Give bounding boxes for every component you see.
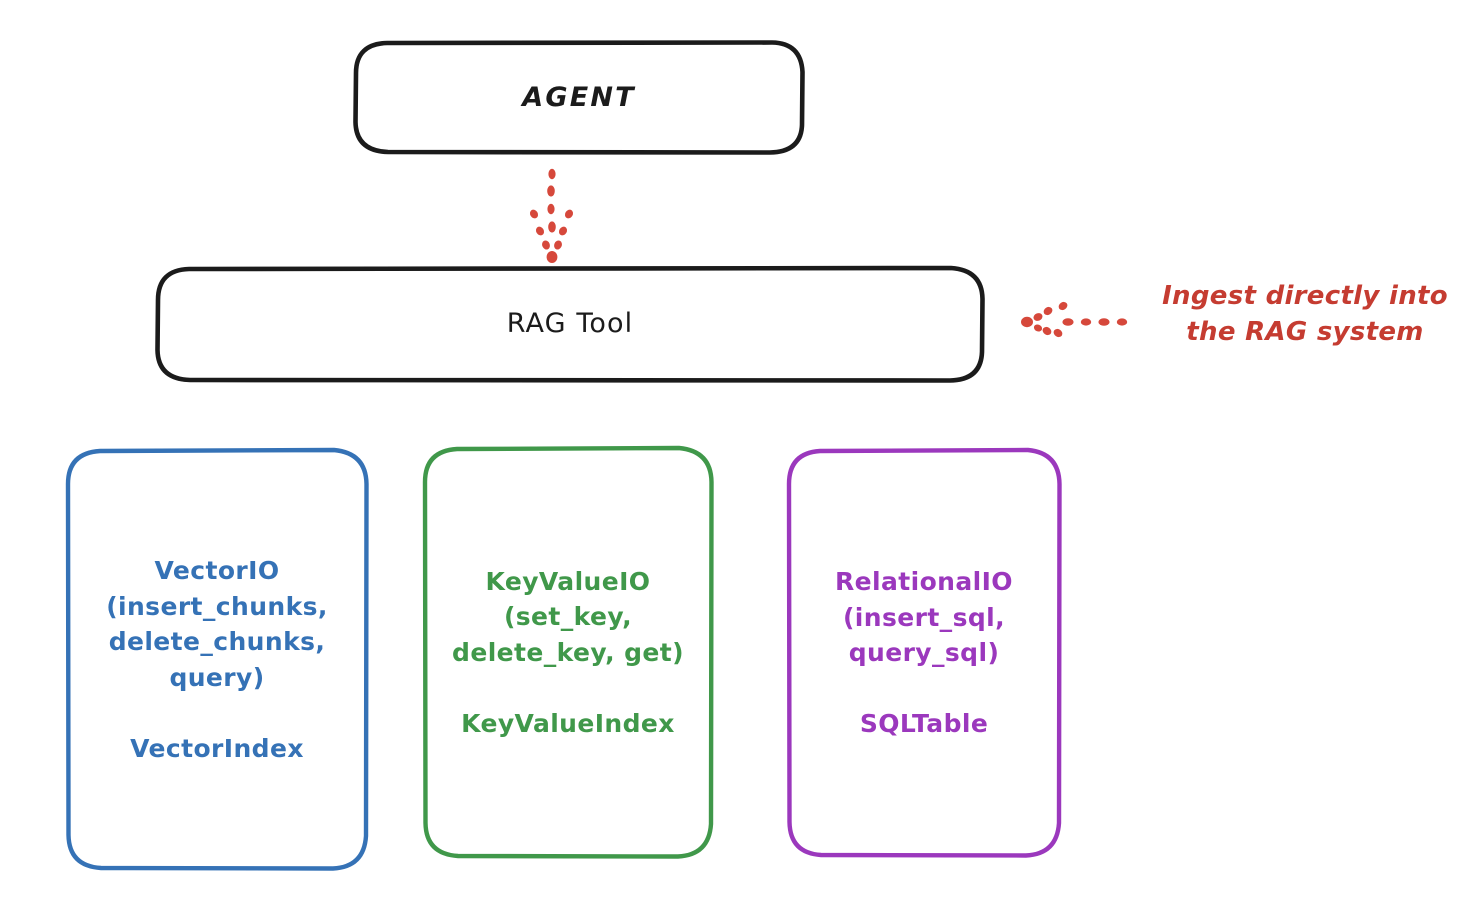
node-keyvalueio-label: KeyValueIO (set_key, delete_key, get) Ke… — [452, 566, 684, 738]
keyvalueio-box-shape[interactable] — [422, 445, 714, 859]
ingest-annotation-label: Ingest directly into the RAG system — [1162, 281, 1448, 347]
node-vectorio[interactable]: VectorIO (insert_chunks, delete_chunks, … — [68, 450, 366, 869]
node-rag-tool[interactable]: RAG Tool — [157, 268, 983, 381]
node-relationalio[interactable]: RelationalIO (insert_sql, query_sql) SQL… — [789, 450, 1059, 856]
rag-tool-box-shape[interactable] — [155, 265, 985, 383]
node-keyvalueio[interactable]: KeyValueIO (set_key, delete_key, get) Ke… — [425, 448, 711, 857]
agent-to-rag-tool-arrow — [529, 168, 574, 263]
node-vectorio-label: VectorIO (insert_chunks, delete_chunks, … — [106, 556, 328, 763]
vectorio-box-shape[interactable] — [65, 447, 369, 871]
ingest-annotation-arrow — [1021, 301, 1128, 338]
node-relationalio-label: RelationalIO (insert_sql, query_sql) SQL… — [835, 567, 1013, 739]
relationalio-box-shape[interactable] — [786, 447, 1062, 858]
node-agent[interactable]: AGENT — [355, 42, 803, 154]
node-agent-label: AGENT — [522, 81, 636, 113]
node-rag-tool-label: RAG Tool — [506, 308, 634, 340]
agent-box-shape[interactable] — [353, 40, 805, 155]
